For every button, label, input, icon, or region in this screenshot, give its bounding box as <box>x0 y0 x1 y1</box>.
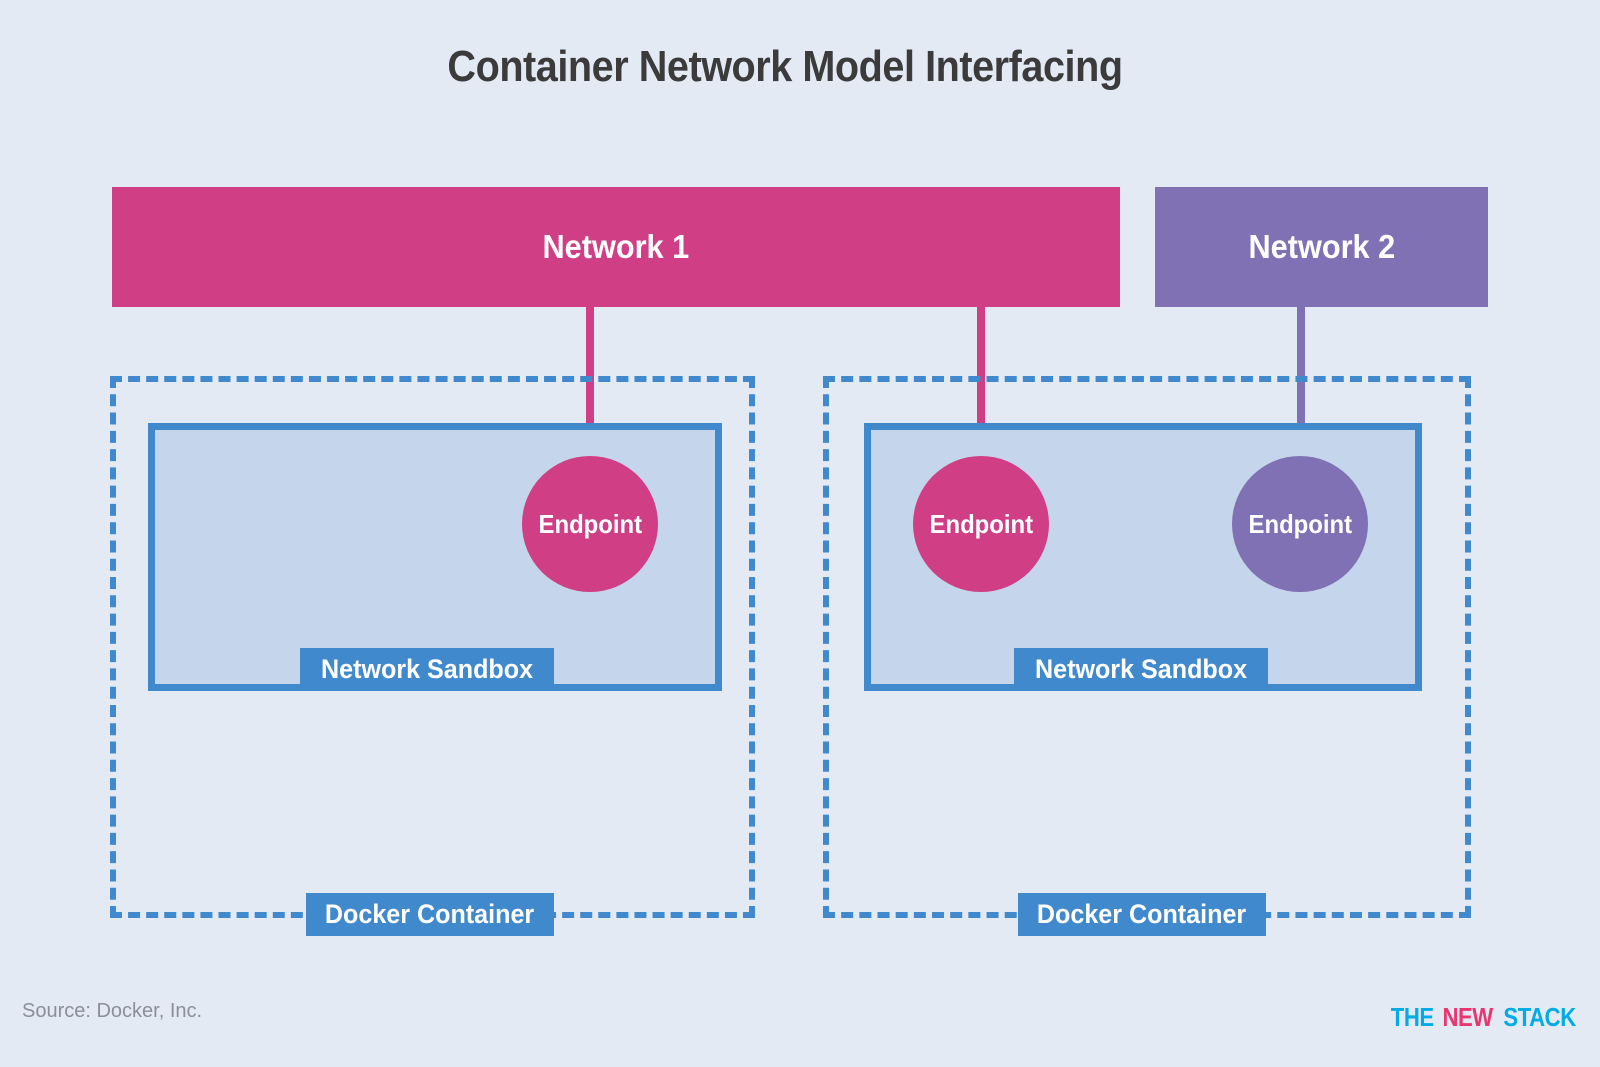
connector-network1-to-right-endpoint <box>977 307 985 467</box>
network-2-label: Network 2 <box>1248 228 1395 265</box>
docker-container-label-right: Docker Container <box>1018 893 1266 936</box>
logo-stack: STACK <box>1503 1002 1576 1032</box>
logo-the: THE <box>1390 1002 1434 1032</box>
endpoint-right-network1: Endpoint <box>913 456 1049 592</box>
source-attribution: Source: Docker, Inc. <box>22 1000 203 1022</box>
logo-new: NEW <box>1442 1002 1493 1032</box>
network-1-label: Network 1 <box>542 228 690 265</box>
thenewstack-logo: THE NEW STACK <box>1387 1002 1582 1032</box>
network-sandbox-label-left: Network Sandbox <box>300 648 554 691</box>
network-sandbox-label-right: Network Sandbox <box>1014 648 1268 691</box>
network-1-bar: Network 1 <box>112 187 1120 307</box>
connector-network1-to-left-endpoint <box>586 307 594 467</box>
network-2-bar: Network 2 <box>1155 187 1488 307</box>
docker-container-label-left: Docker Container <box>306 893 554 936</box>
page-title: Container Network Model Interfacing <box>447 42 1123 91</box>
endpoint-label: Endpoint <box>929 508 1033 539</box>
endpoint-label: Endpoint <box>538 508 642 539</box>
endpoint-left-network1: Endpoint <box>522 456 658 592</box>
endpoint-right-network2: Endpoint <box>1232 456 1368 592</box>
endpoint-label: Endpoint <box>1248 508 1352 539</box>
connector-network2-to-right-endpoint <box>1297 307 1305 467</box>
